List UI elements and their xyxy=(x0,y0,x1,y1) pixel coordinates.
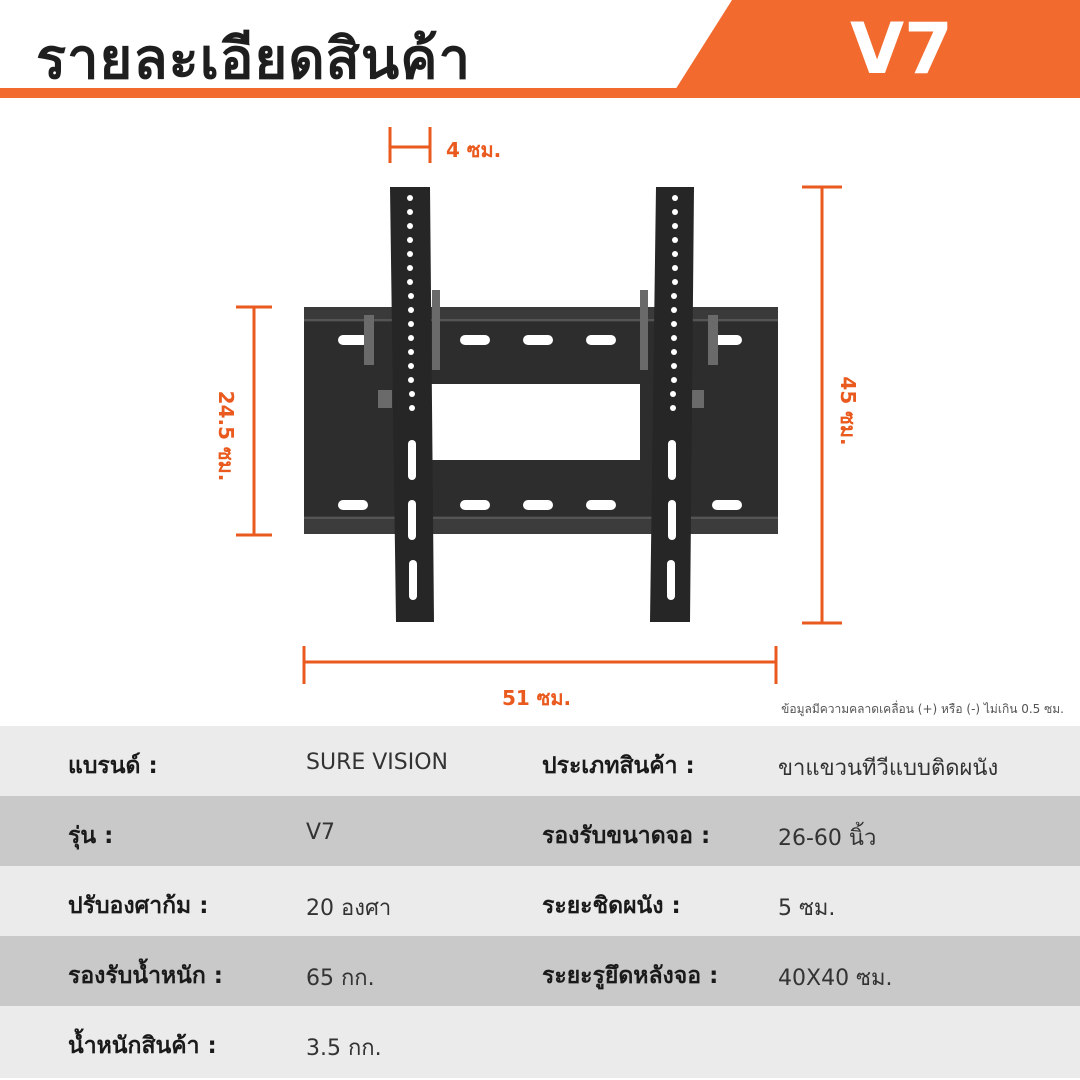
spec-table: แบรนด์ : SURE VISION ประเภทสินค้า : ขาแข… xyxy=(0,726,1080,1078)
wall-plate xyxy=(304,290,778,534)
spec-label: น้ำหนักสินค้า : xyxy=(68,1033,217,1059)
bracket-diagram xyxy=(236,127,842,684)
table-row: แบรนด์ : SURE VISION ประเภทสินค้า : ขาแข… xyxy=(0,726,1080,796)
spec-label: แบรนด์ : xyxy=(68,753,158,779)
table-row: รุ่น : V7 รองรับขนาดจอ : 26-60 นิ้ว xyxy=(0,796,1080,866)
table-row: ปรับองศาก้ม : 20 องศา ระยะชิดผนัง : 5 ซม… xyxy=(0,866,1080,936)
table-row: รองรับน้ำหนัก : 65 กก. ระยะรูยึดหลังจอ :… xyxy=(0,936,1080,1006)
tolerance-note: ข้อมูลมีความคลาดเคลื่อน (+) หรือ (-) ไม่… xyxy=(781,702,1064,716)
spec-label: รุ่น : xyxy=(68,823,114,849)
spec-label: ระยะรูยึดหลังจอ : xyxy=(542,963,719,989)
header: รายละเอียดสินค้า V7 xyxy=(0,0,1080,100)
spec-value: 40X40 ซม. xyxy=(778,966,893,991)
spec-value: 5 ซม. xyxy=(778,896,836,921)
dimension-width: 51 ซม. xyxy=(502,686,572,710)
spec-label: รองรับน้ำหนัก : xyxy=(68,963,224,989)
spec-label: ปรับองศาก้ม : xyxy=(68,893,209,919)
spec-value: SURE VISION xyxy=(306,750,449,775)
spec-value: 65 กก. xyxy=(306,966,375,991)
table-row: น้ำหนักสินค้า : 3.5 กก. xyxy=(0,1006,1080,1078)
dimension-height-left: 24.5 ซม. xyxy=(214,390,238,482)
left-arm xyxy=(390,187,434,622)
spec-label: ระยะชิดผนัง : xyxy=(542,893,681,919)
spec-value: 20 องศา xyxy=(306,896,392,921)
spec-label: ประเภทสินค้า : xyxy=(542,753,695,779)
spec-value: 3.5 กก. xyxy=(306,1036,382,1061)
dimension-height-right: 45 ซม. xyxy=(836,376,860,446)
spec-value: 26-60 นิ้ว xyxy=(778,826,877,851)
spec-value: V7 xyxy=(306,820,336,845)
dimension-top-bar: 4 ซม. xyxy=(446,138,502,162)
spec-label: รองรับขนาดจอ : xyxy=(542,823,711,849)
dimension-lines xyxy=(236,127,842,684)
header-accent-bar xyxy=(0,88,1080,98)
page-title: รายละเอียดสินค้า xyxy=(36,27,472,92)
model-badge: V7 xyxy=(850,8,953,90)
model-tab xyxy=(670,0,1080,98)
spec-value: ขาแขวนทีวีแบบติดผนัง xyxy=(778,756,999,781)
right-arm xyxy=(650,187,694,622)
